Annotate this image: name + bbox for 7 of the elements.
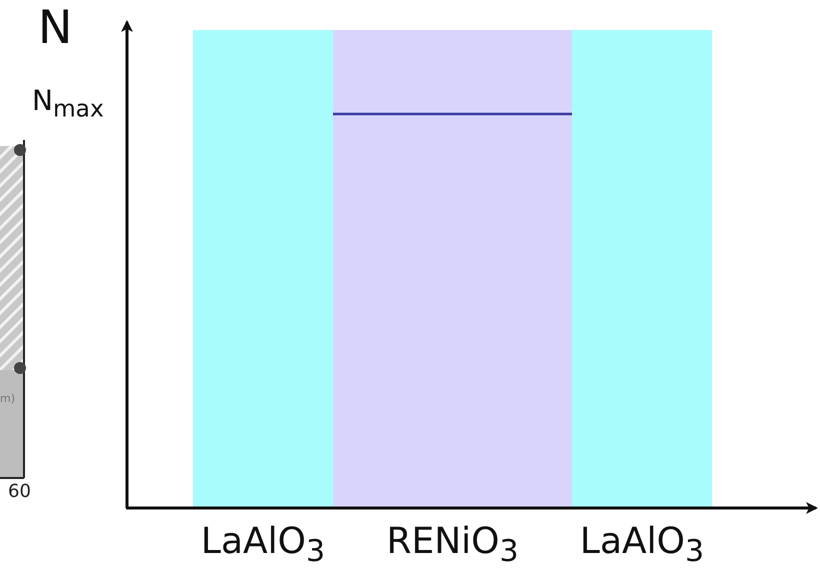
level-label: N$_{max}$ — [32, 86, 104, 122]
layer-label: LaAlO$_{3}$ — [200, 520, 326, 572]
axis-label: N — [38, 2, 72, 53]
layer-label: RENiO$_{3}$ — [386, 520, 519, 572]
layer-label: LaAlO$_{3}$ — [580, 520, 704, 572]
cropped-text: m) — [0, 393, 16, 406]
tick-label: 60 — [8, 482, 31, 502]
